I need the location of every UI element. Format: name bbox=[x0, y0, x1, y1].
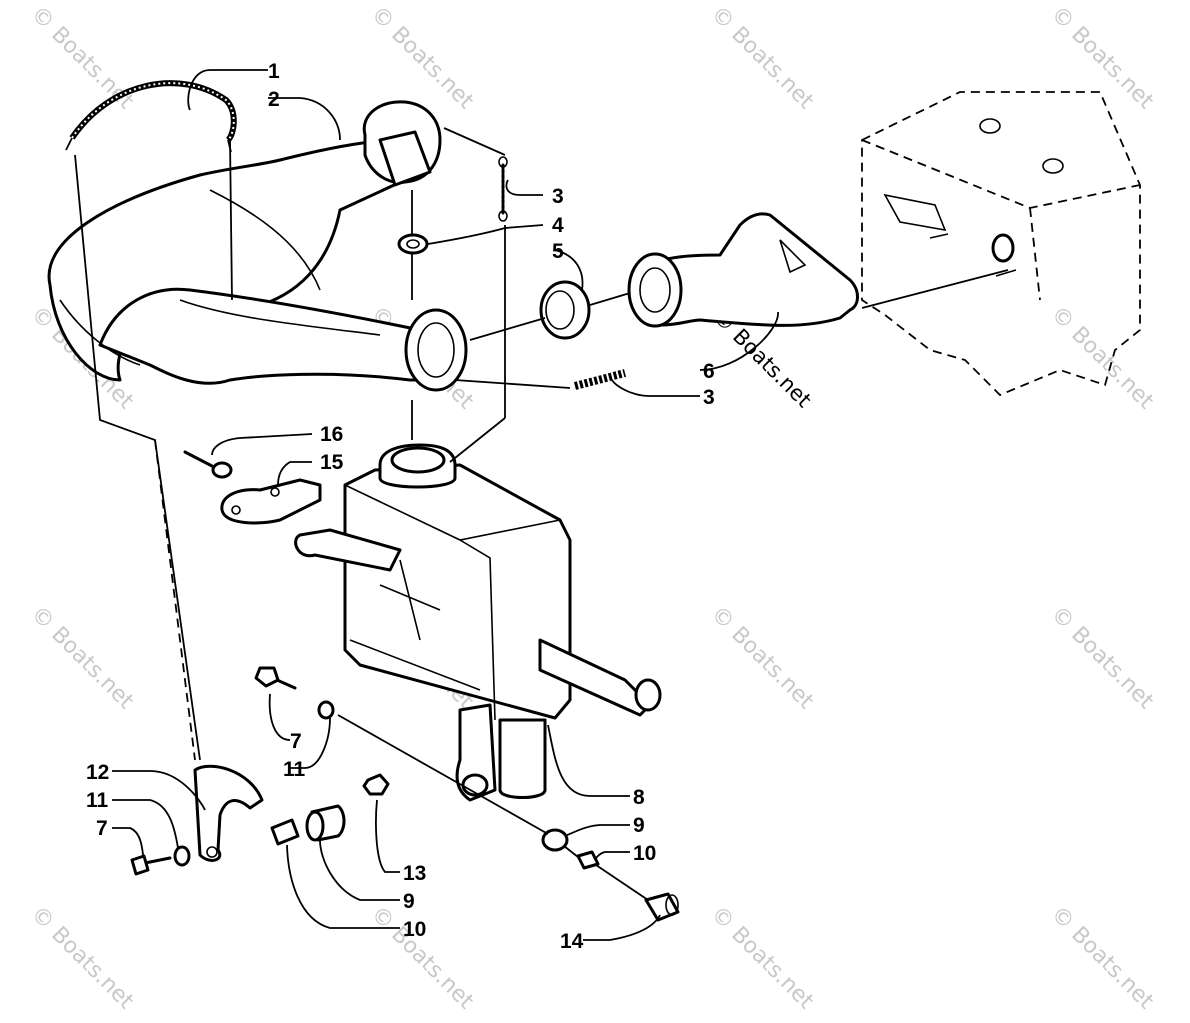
callout-9: 9 bbox=[633, 814, 645, 837]
part-11-washer-lower bbox=[173, 845, 191, 867]
callout-11: 11 bbox=[86, 789, 109, 812]
callout-7: 7 bbox=[290, 730, 302, 753]
watermark: © Boats.net bbox=[706, 2, 819, 115]
part-15-bracket bbox=[220, 478, 322, 525]
part-6-manifold bbox=[627, 212, 859, 328]
callout-8: 8 bbox=[633, 786, 645, 809]
watermark: © Boats.net bbox=[26, 902, 139, 1015]
watermark: © Boats.net bbox=[1046, 602, 1159, 715]
callout-5: 5 bbox=[552, 240, 564, 263]
callout-6: 6 bbox=[703, 360, 715, 383]
part-2-exhaust-pipe bbox=[47, 100, 468, 392]
part-9-bushing-left bbox=[305, 804, 346, 842]
part-10-spacer-right bbox=[576, 850, 600, 870]
callout-11: 11 bbox=[283, 758, 306, 781]
callout-10: 10 bbox=[633, 842, 656, 865]
part-9-bushing-right bbox=[541, 828, 569, 852]
callout-9: 9 bbox=[403, 890, 415, 913]
callout-3: 3 bbox=[703, 386, 715, 409]
callout-10: 10 bbox=[403, 918, 426, 941]
part-16-screw bbox=[183, 450, 233, 479]
callout-13: 13 bbox=[403, 862, 426, 885]
part-14-connector bbox=[644, 892, 680, 922]
engine-outline bbox=[861, 91, 1141, 397]
part-12-mount-bracket bbox=[193, 764, 264, 862]
callout-15: 15 bbox=[320, 451, 344, 474]
watermark: © Boats.net bbox=[26, 602, 139, 715]
watermark: © Boats.net bbox=[1046, 302, 1159, 415]
part-1-spring-wire bbox=[65, 80, 237, 153]
part-13-nut bbox=[362, 773, 390, 796]
callout-3: 3 bbox=[552, 185, 564, 208]
part-5-seal-ring bbox=[539, 280, 591, 340]
callout-labels: 1 2 3 4 5 6 3 16 15 7 11 8 9 10 12 11 7 … bbox=[86, 60, 715, 953]
callout-4: 4 bbox=[552, 214, 564, 237]
watermark: © Boats.net bbox=[706, 902, 819, 1015]
part-7-bolt-upper bbox=[254, 666, 297, 690]
part-3-spring-upper bbox=[498, 156, 508, 222]
part-8-silencer bbox=[294, 443, 662, 802]
watermark: © Boats.net bbox=[366, 2, 479, 115]
watermark: © Boats.net bbox=[706, 602, 819, 715]
part-7-bolt-lower bbox=[130, 854, 172, 876]
watermark: © Boats.net bbox=[1046, 902, 1159, 1015]
part-4-grommet bbox=[397, 233, 429, 255]
callout-16: 16 bbox=[320, 423, 343, 446]
callout-2: 2 bbox=[268, 88, 280, 111]
callout-1: 1 bbox=[268, 60, 280, 83]
part-3-spring-lower bbox=[573, 369, 627, 390]
callout-12: 12 bbox=[86, 761, 109, 784]
part-11-washer-upper bbox=[317, 700, 335, 720]
leader-lines bbox=[74, 69, 1009, 941]
callout-14: 14 bbox=[560, 930, 584, 953]
callout-7: 7 bbox=[96, 817, 108, 840]
part-10-spacer-left bbox=[270, 818, 300, 846]
